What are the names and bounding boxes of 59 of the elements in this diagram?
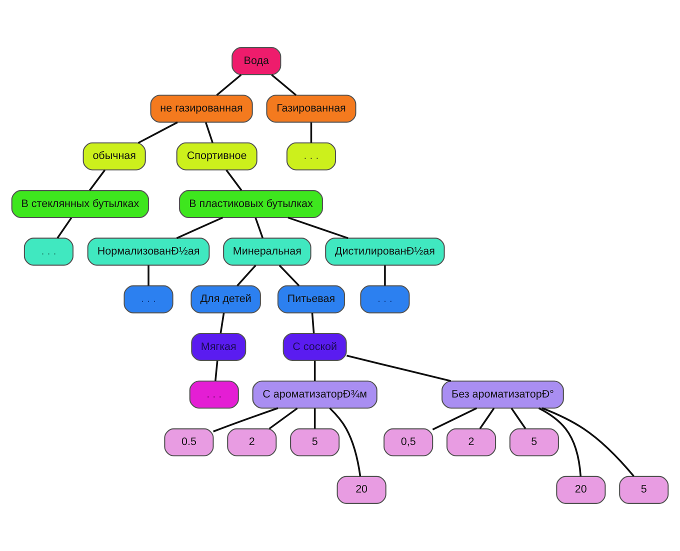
connector [268, 408, 298, 430]
node-box: Питьевая [277, 285, 346, 314]
node-box: Минеральная [223, 238, 312, 266]
connector [288, 216, 348, 240]
node-box: 20 [556, 476, 606, 504]
node-box: С ароматизаторÐ¾м [252, 380, 378, 409]
node-box: С соской [282, 332, 347, 361]
node-box: 0.5 [164, 428, 214, 456]
node-box: 20 [336, 476, 386, 504]
connector [314, 360, 316, 382]
connector [204, 122, 214, 144]
node-box: НормализованÐ½ая [87, 238, 210, 266]
connector [56, 217, 72, 239]
connector [314, 408, 316, 429]
connector [311, 312, 315, 334]
connector [216, 74, 242, 96]
connector [214, 360, 218, 382]
node-box: Газированная [266, 94, 356, 123]
connector [138, 121, 178, 144]
node-box: Без ароматизаторÐ° [442, 380, 564, 409]
node-box: 0,5 [384, 428, 434, 456]
node-box: Вода [232, 47, 282, 76]
connector [310, 122, 312, 143]
node-box: . . . [360, 285, 410, 314]
node-box: . . . [124, 285, 174, 314]
node-box: Спортивное [176, 142, 258, 170]
connector [542, 407, 634, 477]
node-box: В пластиковых бутылках [178, 190, 324, 218]
connector [226, 170, 242, 191]
node-box: В стеклянных бутылках [11, 190, 150, 218]
node-box: обычная [82, 142, 146, 170]
connector [538, 407, 582, 476]
connector [510, 408, 526, 430]
node-box: Мягкая [191, 332, 246, 361]
connector [432, 407, 478, 430]
node-box: не газированная [150, 94, 253, 123]
connector [213, 407, 278, 432]
node-box: 5 [509, 428, 559, 456]
connector [329, 408, 362, 476]
node-box: 2 [446, 428, 496, 456]
connector [254, 217, 264, 238]
node-box: 5 [290, 428, 340, 456]
connector [346, 354, 451, 382]
connector [236, 264, 256, 286]
node-box: . . . [24, 238, 74, 266]
node-box: 5 [619, 476, 669, 504]
connector [88, 170, 106, 191]
connector [148, 265, 150, 286]
connector [176, 216, 224, 239]
node-box: . . . [286, 142, 336, 170]
node-box: ДистилированÐ½ая [325, 238, 445, 266]
node-box: Для детей [190, 285, 261, 314]
node-box: 2 [227, 428, 277, 456]
connector [384, 265, 386, 286]
connector [278, 264, 300, 286]
connector [479, 408, 495, 430]
connector [220, 312, 225, 334]
node-box: . . . [189, 380, 239, 409]
connector [271, 74, 297, 96]
